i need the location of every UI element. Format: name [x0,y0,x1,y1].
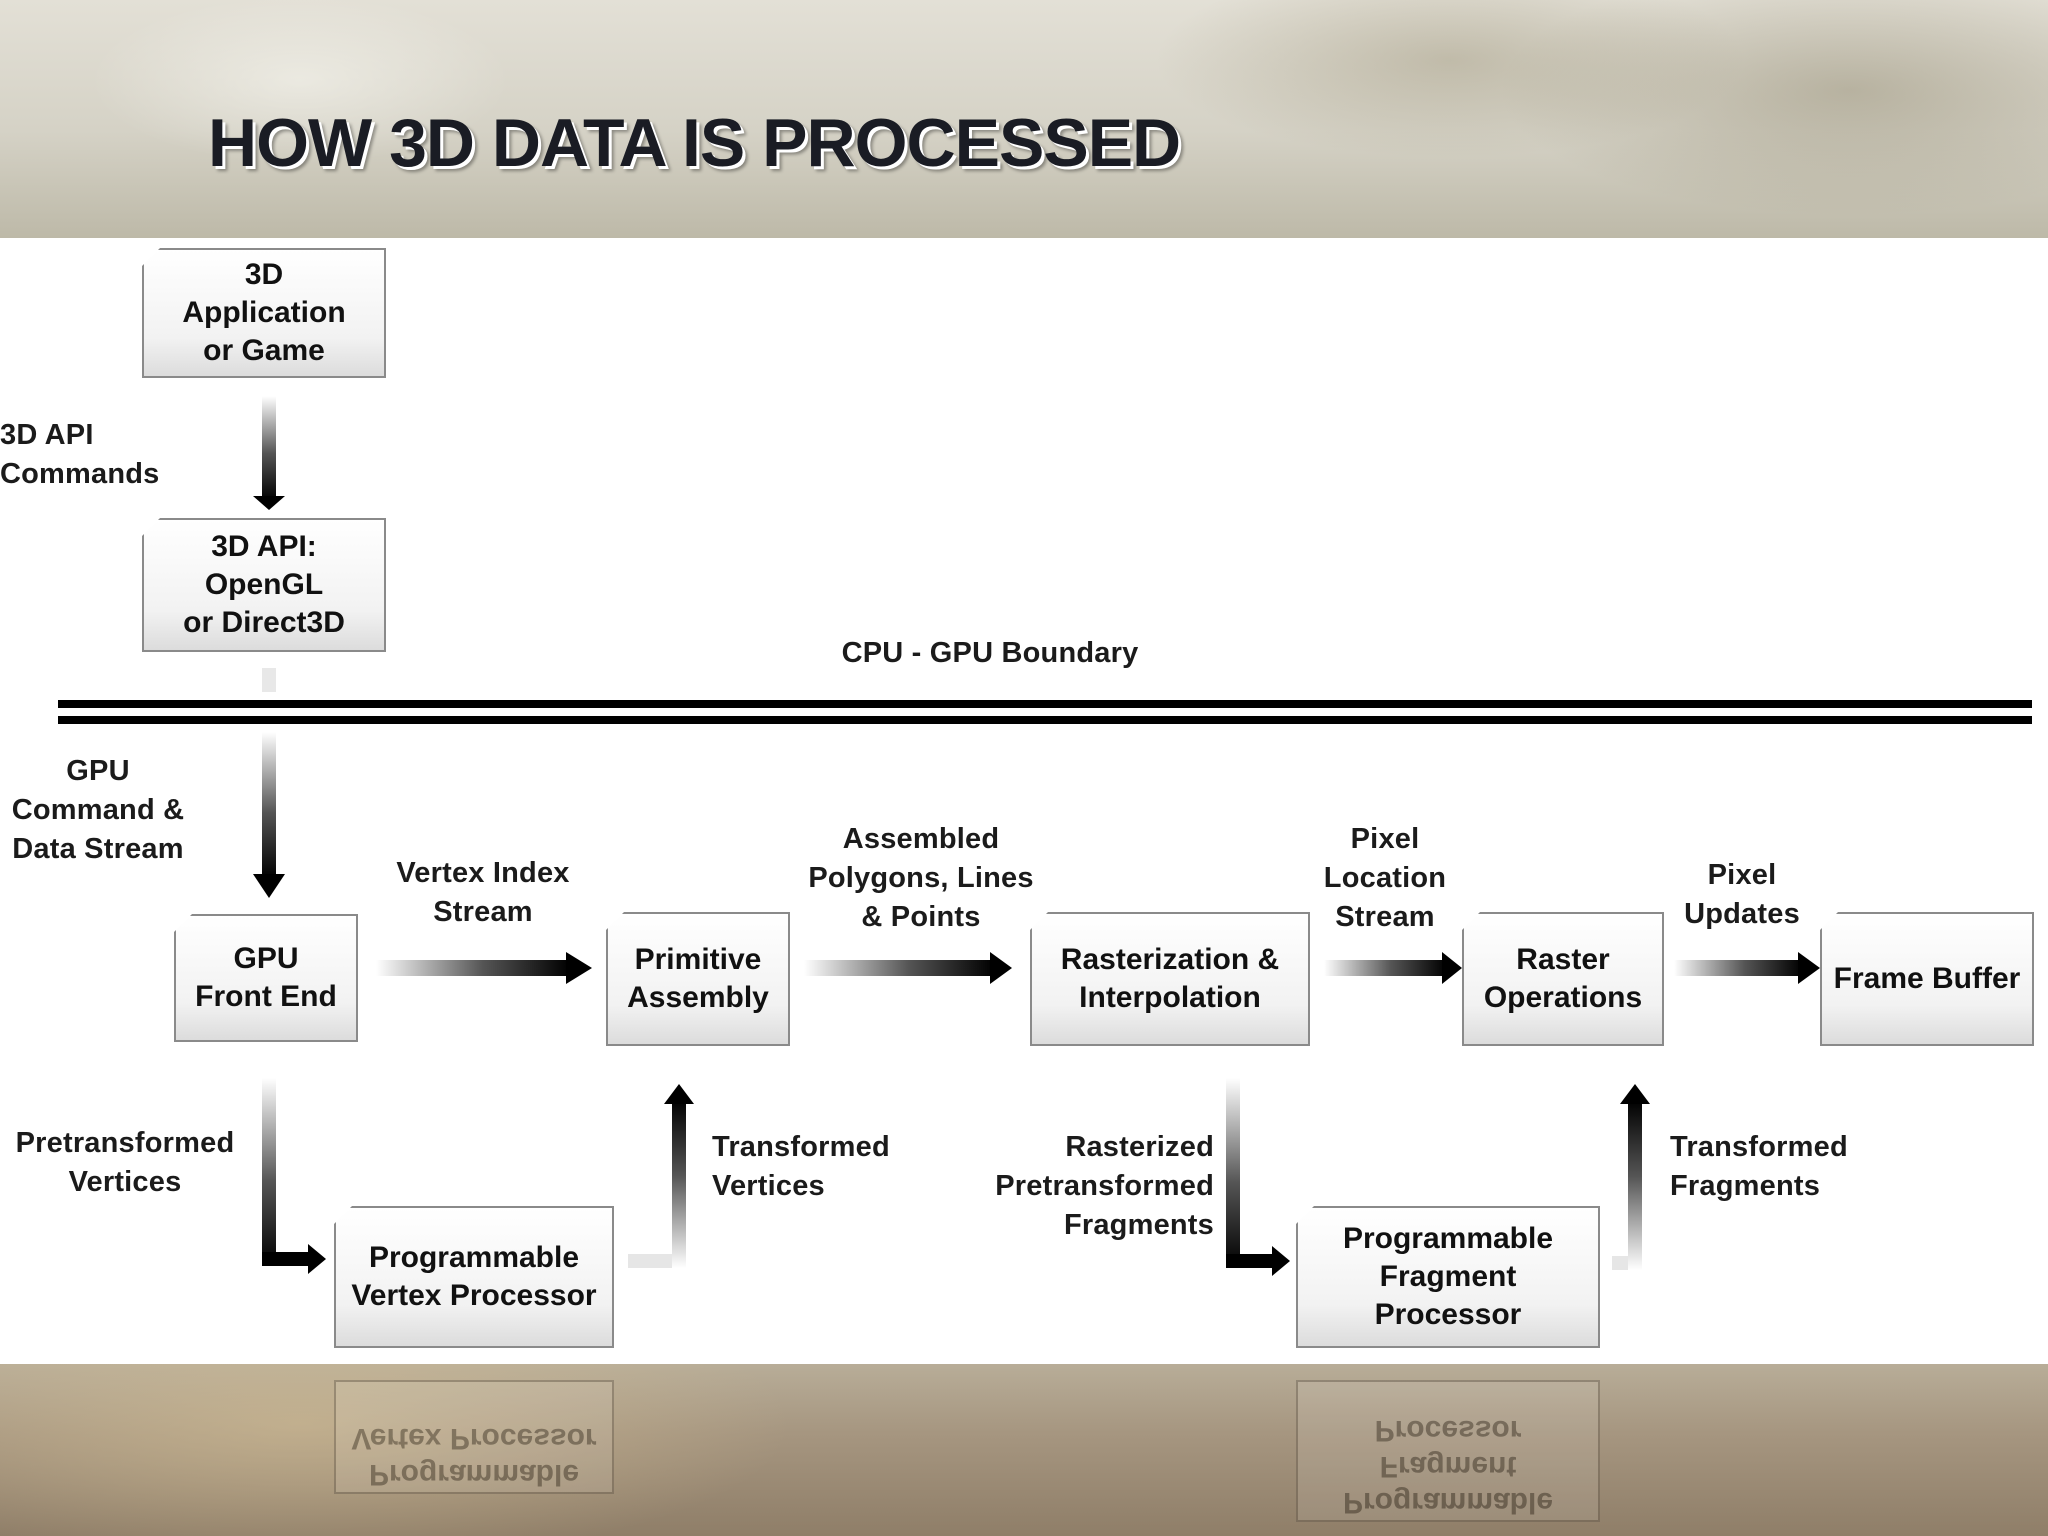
arrow-vertexproc-to-primitive [628,1084,694,1268]
label-transformed-fragments: Transformed Fragments [1670,1128,1910,1206]
label-vertex-index-stream: Vertex Index Stream [368,854,598,932]
label-3d-api-commands: 3D API Commands [0,416,182,494]
box-3d-application: 3D Application or Game [142,248,386,378]
arrow-raster-to-ops [1324,952,1462,984]
arrow-frontend-to-vertexproc [262,1078,326,1274]
label-rasterized-fragments: Rasterized Pretransformed Fragments [930,1128,1214,1245]
label-gpu-command-stream: GPU Command & Data Stream [0,752,196,869]
diagram-reflection: Programmable Vertex Processor Programmab… [0,1364,2048,1536]
label-cpu-gpu-boundary: CPU - GPU Boundary [760,634,1220,673]
box-raster-operations: Raster Operations [1462,912,1664,1046]
arrow-primitive-to-raster [804,952,1012,984]
label-pixel-updates: Pixel Updates [1660,856,1824,934]
reflection-vertex-processor: Programmable Vertex Processor [334,1380,614,1494]
arrow-frontend-to-primitive [376,952,592,984]
arrow-ops-to-framebuffer [1674,952,1820,984]
arrow-app-to-api [253,396,285,510]
label-pixel-location-stream: Pixel Location Stream [1300,820,1470,937]
label-assembled-polygons: Assembled Polygons, Lines & Points [776,820,1066,937]
arrow-fragmentproc-to-ops [1612,1084,1650,1270]
box-3d-api: 3D API: OpenGL or Direct3D [142,518,386,652]
label-transformed-vertices: Transformed Vertices [712,1128,952,1206]
box-programmable-vertex-processor: Programmable Vertex Processor [334,1206,614,1348]
label-pretransformed-vertices: Pretransformed Vertices [0,1124,250,1202]
box-gpu-front-end: GPU Front End [174,914,358,1042]
box-primitive-assembly: Primitive Assembly [606,912,790,1046]
box-programmable-fragment-processor: Programmable Fragment Processor [1296,1206,1600,1348]
cpu-gpu-boundary-line [58,700,2032,724]
reflection-fragment-processor: Programmable Fragment Processor [1296,1380,1600,1522]
box-frame-buffer: Frame Buffer [1820,912,2034,1046]
box-rasterization-interpolation: Rasterization & Interpolation [1030,912,1310,1046]
arrow-raster-to-fragmentproc [1226,1078,1290,1276]
